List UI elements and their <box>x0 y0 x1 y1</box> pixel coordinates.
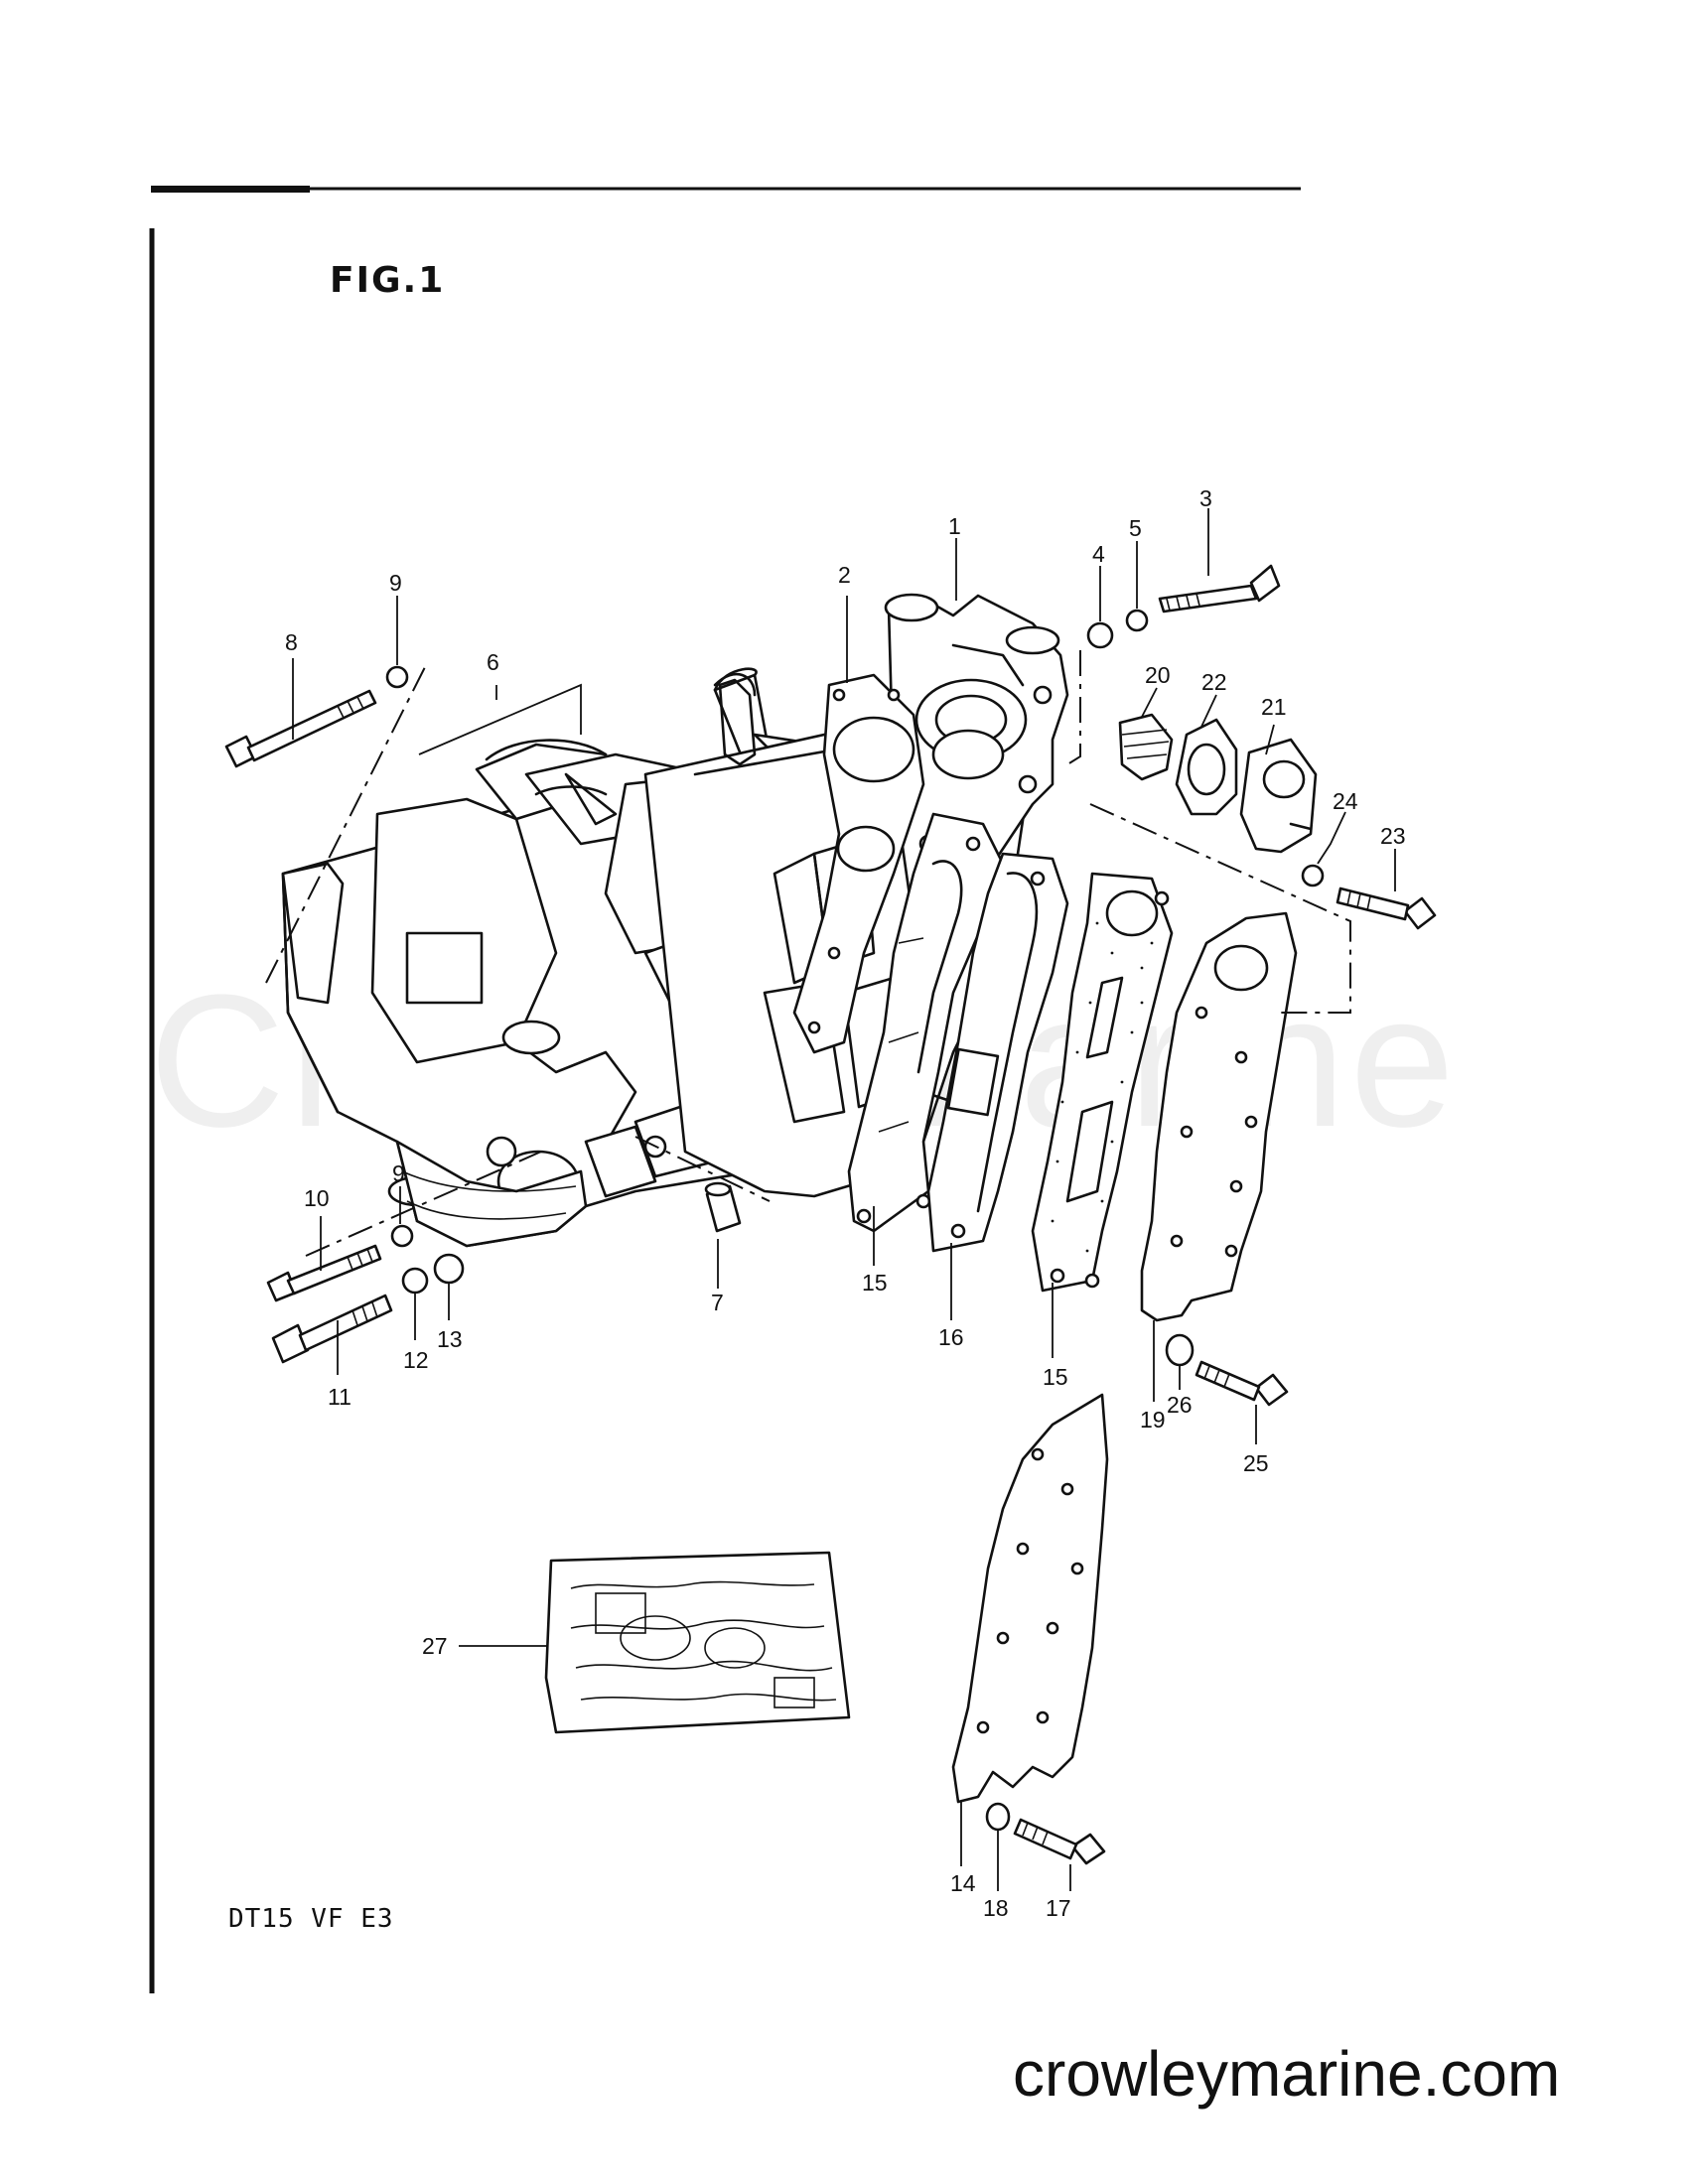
callout-4: 4 <box>1092 541 1105 567</box>
callout-21: 21 <box>1261 694 1287 720</box>
part-22-thermostat-gasket <box>1175 718 1238 816</box>
part-20-thermostat <box>1118 713 1174 781</box>
part-16-reed-valve-plate <box>926 852 1069 1253</box>
part-3-bolt <box>1158 564 1281 614</box>
callout-20: 20 <box>1145 662 1171 688</box>
callout-26: 26 <box>1167 1392 1193 1418</box>
part-27-gasket-set <box>544 1551 851 1734</box>
part-5-spring-washer <box>1125 609 1149 632</box>
part-14-exhaust-cover <box>951 1393 1109 1804</box>
callout-19: 19 <box>1140 1407 1166 1433</box>
callout-24: 24 <box>1333 788 1358 814</box>
figure-title: FIG.1 <box>330 260 446 301</box>
assembly-line-8 <box>265 662 428 984</box>
assembly-line-23 <box>1089 803 1351 1014</box>
callout-23: 23 <box>1380 823 1406 849</box>
part-25-bolt <box>1195 1360 1289 1407</box>
part-7-dowel-pin <box>704 1181 742 1233</box>
callout-8: 8 <box>285 629 298 655</box>
part-24-washer <box>1301 864 1325 887</box>
part-23-bolt <box>1336 887 1437 930</box>
part-9-washer-lower <box>390 1224 414 1248</box>
part-10-bolt <box>266 1244 382 1302</box>
model-code: DT15 VF E3 <box>228 1904 394 1934</box>
assembly-line-11 <box>305 1151 542 1257</box>
part-17-bolt <box>1013 1818 1106 1865</box>
part-21-thermostat-cover <box>1239 738 1318 854</box>
callout-9a: 9 <box>389 570 402 596</box>
part-9-washer-upper <box>385 665 409 689</box>
assembly-line-3 <box>1063 650 1081 767</box>
callout-14: 14 <box>950 1870 976 1896</box>
callout-6: 6 <box>487 649 499 675</box>
leader-lines <box>292 508 1396 1891</box>
part-13-washer <box>433 1253 465 1285</box>
part-2-head-gasket <box>792 673 925 1054</box>
callout-15b: 15 <box>1043 1364 1068 1390</box>
callout-13: 13 <box>437 1326 463 1352</box>
speckle-pattern <box>1051 921 1154 1253</box>
callout-27: 27 <box>422 1633 448 1659</box>
part-19-exhaust-cover-gasket <box>1140 911 1298 1322</box>
callout-11: 11 <box>328 1384 352 1410</box>
part-15-gasket-rear <box>1031 872 1174 1293</box>
callout-18: 18 <box>983 1895 1009 1921</box>
assembly-line-7 <box>634 1136 771 1202</box>
website-url: crowleymarine.com <box>1013 2038 1561 2110</box>
callout-16: 16 <box>938 1324 964 1350</box>
callout-7: 7 <box>711 1290 724 1315</box>
part-4-washer <box>1086 621 1114 649</box>
callout-5: 5 <box>1129 515 1142 541</box>
part-12-spring-washer <box>401 1267 429 1295</box>
part-26-washer <box>1165 1333 1195 1367</box>
top-rule-thick <box>151 186 310 193</box>
callout-22: 22 <box>1201 669 1227 695</box>
part-18-washer <box>985 1802 1011 1832</box>
part-11-bolt <box>271 1294 393 1364</box>
callout-25: 25 <box>1243 1450 1269 1476</box>
callout-12: 12 <box>403 1347 429 1373</box>
callout-9b: 9 <box>392 1160 405 1186</box>
callout-3: 3 <box>1199 485 1212 511</box>
callout-17: 17 <box>1046 1895 1071 1921</box>
callout-10: 10 <box>304 1185 330 1211</box>
callout-1: 1 <box>948 513 961 539</box>
callout-2: 2 <box>838 562 851 588</box>
part-8-bolt <box>224 689 377 768</box>
callout-15a: 15 <box>862 1270 888 1296</box>
